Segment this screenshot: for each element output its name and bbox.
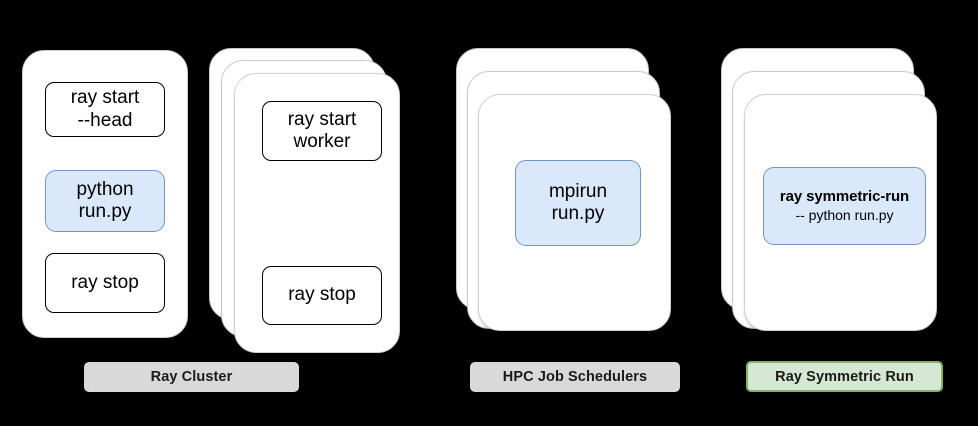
command-box-ray-start-worker: ray start worker <box>262 101 382 161</box>
command-box-ray-stop-worker: ray stop <box>262 266 382 325</box>
command-line-2: --head <box>77 109 133 131</box>
group-label-text: HPC Job Schedulers <box>502 369 648 385</box>
command-line-1: ray stop <box>288 284 356 306</box>
group-label-ray-cluster: Ray Cluster <box>84 362 299 392</box>
group-label-ray-symmetric-run: Ray Symmetric Run <box>746 361 943 392</box>
command-box-ray-symmetric-run: ray symmetric-run -- python run.py <box>763 167 926 245</box>
group-label-hpc-job-schedulers: HPC Job Schedulers <box>470 362 680 392</box>
command-line-1: ray symmetric-run <box>779 188 910 206</box>
command-line-2: worker <box>293 131 351 152</box>
command-line-1: mpirun <box>548 180 608 202</box>
command-line-1: ray start <box>70 87 140 109</box>
command-box-ray-start-head: ray start --head <box>45 82 165 137</box>
group-label-text: Ray Symmetric Run <box>775 368 914 385</box>
command-box-mpirun-run-py: mpirun run.py <box>515 160 641 246</box>
command-line-1: ray start <box>287 108 357 130</box>
command-line-2: -- python run.py <box>795 207 894 224</box>
group-label-text: Ray Cluster <box>150 369 233 385</box>
command-line-2: run.py <box>78 201 132 222</box>
command-box-python-run-py: python run.py <box>45 170 165 232</box>
command-line-2: run.py <box>551 203 605 224</box>
command-box-ray-stop-head: ray stop <box>45 253 165 313</box>
command-line-1: ray stop <box>71 271 139 293</box>
command-line-1: python <box>76 178 134 200</box>
